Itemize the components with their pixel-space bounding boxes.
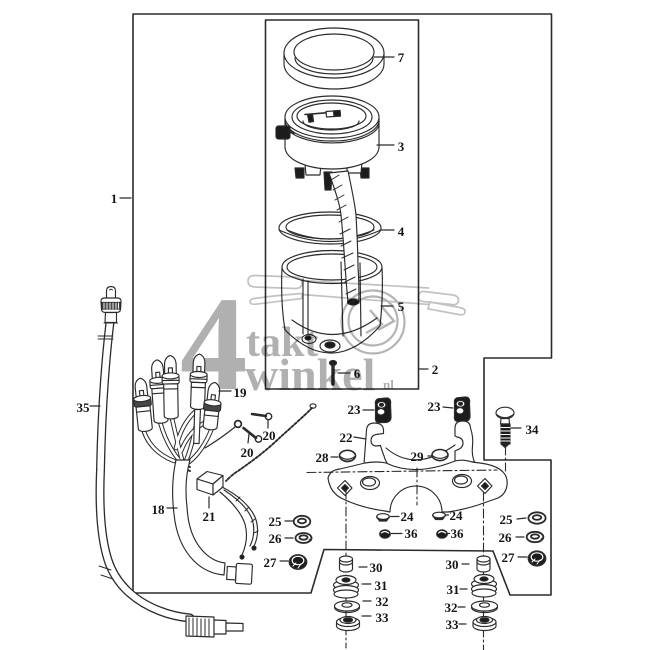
svg-text:24: 24 — [450, 508, 464, 523]
svg-text:32: 32 — [445, 600, 458, 615]
svg-text:30: 30 — [370, 560, 383, 575]
svg-text:20: 20 — [263, 428, 276, 443]
svg-text:18: 18 — [152, 502, 166, 517]
svg-text:5: 5 — [398, 299, 405, 314]
svg-text:35: 35 — [77, 400, 91, 415]
svg-text:29: 29 — [411, 449, 425, 464]
svg-text:nl: nl — [383, 377, 394, 392]
svg-text:4: 4 — [398, 224, 405, 239]
svg-text:26: 26 — [499, 530, 513, 545]
svg-text:30: 30 — [446, 557, 459, 572]
svg-text:28: 28 — [316, 450, 330, 465]
svg-text:34: 34 — [526, 422, 540, 437]
svg-text:1: 1 — [111, 191, 118, 206]
svg-text:23: 23 — [428, 399, 442, 414]
svg-text:24: 24 — [401, 509, 415, 524]
svg-text:20: 20 — [241, 445, 254, 460]
svg-text:23: 23 — [348, 402, 362, 417]
svg-text:26: 26 — [269, 531, 283, 546]
svg-text:25: 25 — [500, 512, 514, 527]
svg-text:21: 21 — [203, 509, 216, 524]
svg-text:25: 25 — [269, 514, 283, 529]
svg-text:31: 31 — [447, 582, 460, 597]
svg-text:22: 22 — [340, 430, 353, 445]
svg-text:33: 33 — [446, 617, 460, 632]
svg-text:winkel: winkel — [245, 349, 375, 400]
svg-text:19: 19 — [234, 385, 248, 400]
svg-text:27: 27 — [264, 555, 278, 570]
svg-text:32: 32 — [376, 594, 389, 609]
svg-text:31: 31 — [375, 578, 388, 593]
svg-text:takt: takt — [246, 320, 318, 366]
svg-text:3: 3 — [398, 139, 405, 154]
svg-text:2: 2 — [432, 362, 439, 377]
svg-text:7: 7 — [398, 50, 405, 65]
svg-text:27: 27 — [502, 550, 516, 565]
svg-text:36: 36 — [451, 526, 465, 541]
svg-text:36: 36 — [405, 526, 419, 541]
svg-text:6: 6 — [354, 366, 361, 381]
svg-text:33: 33 — [376, 610, 390, 625]
